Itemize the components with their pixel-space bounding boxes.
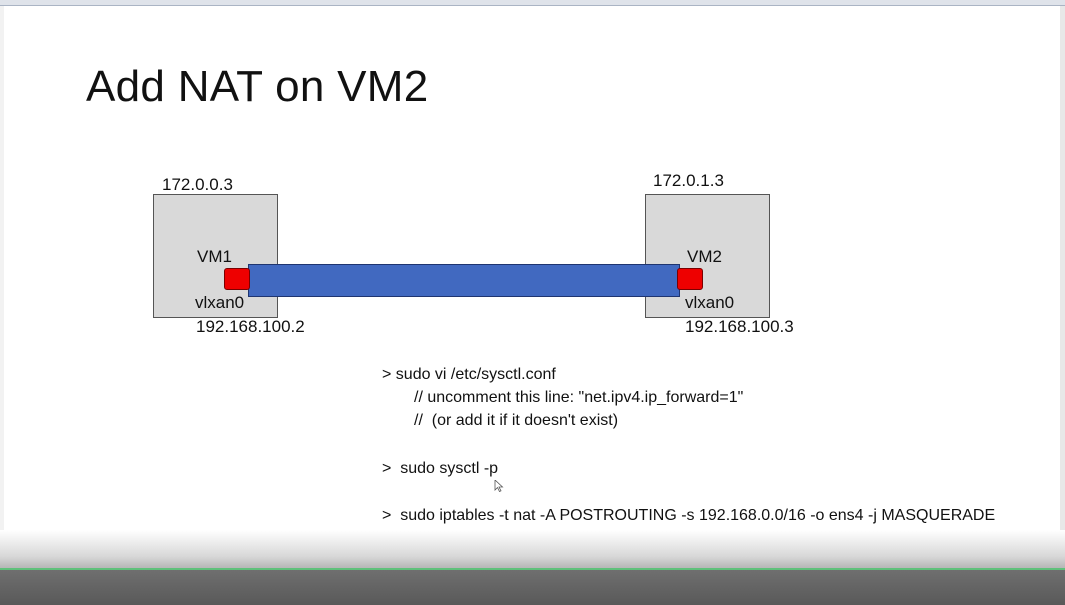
command-sysctl-reload: > sudo sysctl -p: [382, 460, 499, 477]
top-border: [0, 0, 1065, 6]
slide-title: Add NAT on VM2: [86, 62, 429, 111]
command-edit-sysctl: > sudo vi /etc/sysctl.conf: [382, 366, 556, 383]
right-edge: [1060, 6, 1065, 546]
vm1-label: VM1: [197, 247, 232, 266]
comment-add-line: // (or add it if it doesn't exist): [414, 412, 619, 429]
bottom-bar: [0, 570, 1065, 605]
vm1-external-ip: 172.0.0.3: [162, 175, 233, 194]
vm2-vxlan-port: [677, 268, 703, 290]
mouse-cursor-icon: [494, 480, 504, 492]
vm2-box: [645, 194, 770, 318]
command-iptables-masquerade: > sudo iptables -t nat -A POSTROUTING -s…: [382, 507, 996, 524]
vxlan-tunnel: [248, 264, 680, 297]
vm1-box: [153, 194, 278, 318]
vm1-iface-ip: 192.168.100.2: [196, 317, 305, 336]
vm1-iface-label: vlxan0: [195, 293, 245, 312]
comment-uncomment-line: // uncomment this line: "net.ipv4.ip_for…: [414, 389, 744, 406]
progress-line: [0, 568, 1065, 570]
vm2-label: VM2: [687, 247, 722, 266]
vm1-vxlan-port: [224, 268, 250, 290]
left-edge: [0, 6, 4, 546]
vm2-iface-label: vlxan0: [685, 293, 735, 312]
vm2-external-ip: 172.0.1.3: [653, 171, 724, 190]
vm2-iface-ip: 192.168.100.3: [685, 317, 794, 336]
